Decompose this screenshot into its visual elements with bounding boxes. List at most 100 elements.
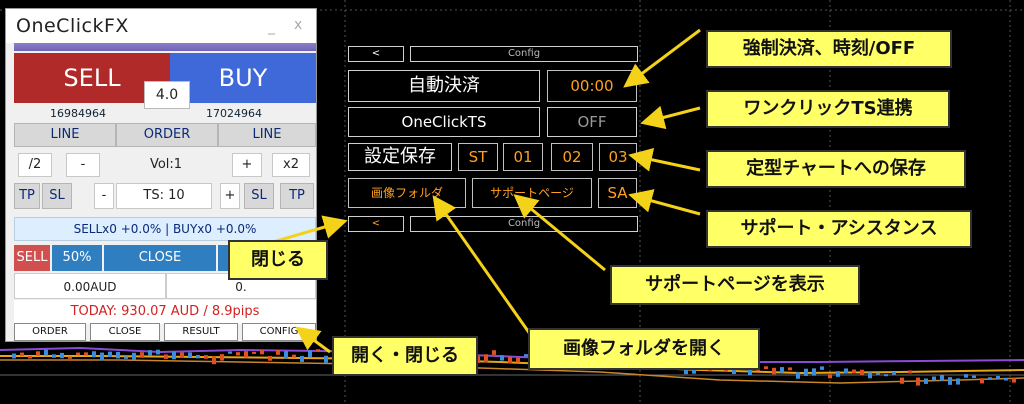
- callout-open-image-folder: 画像フォルダを開く: [528, 328, 760, 370]
- tab-order[interactable]: ORDER: [14, 323, 86, 341]
- candle: [44, 349, 48, 356]
- line-sell-button[interactable]: LINE: [14, 123, 116, 147]
- decrease-vol-button[interactable]: -: [66, 153, 100, 177]
- volume-label: Vol:1: [149, 157, 183, 172]
- candle: [36, 351, 40, 356]
- sl-buy-button[interactable]: SL: [244, 183, 274, 209]
- lot-size-field[interactable]: 4.0: [144, 81, 190, 109]
- candle: [764, 366, 768, 370]
- ts-decrease-button[interactable]: -: [94, 183, 114, 209]
- candle: [780, 367, 784, 373]
- oneclick-ts-label: OneClickTS: [348, 107, 540, 137]
- candle: [732, 367, 736, 375]
- candle: [12, 353, 16, 359]
- ts-increase-button[interactable]: +: [220, 183, 240, 209]
- candle: [956, 378, 960, 385]
- candle: [60, 352, 64, 359]
- candle: [204, 355, 208, 359]
- candle: [724, 368, 728, 372]
- order-button[interactable]: ORDER: [116, 123, 218, 147]
- close-sell-button[interactable]: SELL: [14, 245, 50, 271]
- candle: [228, 351, 232, 354]
- tp-buy-button[interactable]: TP: [280, 183, 314, 209]
- candle: [52, 354, 56, 358]
- candle: [812, 368, 816, 376]
- candle: [940, 374, 944, 381]
- candle: [524, 354, 528, 357]
- oneclick-ts-toggle[interactable]: OFF: [547, 107, 637, 137]
- candle: [20, 352, 24, 357]
- candle: [116, 351, 120, 359]
- candle: [988, 377, 992, 380]
- auto-settle-label: 自動決済: [348, 70, 540, 102]
- auto-settle-time-field[interactable]: 00:00: [547, 70, 637, 102]
- candle: [996, 375, 1000, 379]
- candle: [276, 350, 280, 355]
- candle: [188, 352, 192, 358]
- close-icon[interactable]: x: [294, 17, 303, 33]
- candle: [516, 357, 520, 363]
- candle: [1012, 378, 1016, 383]
- candle: [292, 354, 296, 358]
- candle: [252, 351, 256, 354]
- candle: [684, 366, 688, 375]
- position-summary: SELLx0 +0.0% | BUYx0 +0.0%: [14, 217, 316, 241]
- candle: [1004, 377, 1008, 381]
- candle: [868, 372, 872, 379]
- candle: [500, 355, 504, 361]
- header-color-bar: [14, 43, 316, 51]
- candle: [100, 352, 104, 361]
- candle: [148, 350, 152, 357]
- candle: [476, 356, 480, 364]
- tab-config[interactable]: CONFIG: [242, 323, 316, 341]
- candle: [196, 354, 200, 359]
- candle: [804, 368, 808, 376]
- candle: [316, 349, 320, 352]
- save-slot-st-button[interactable]: ST: [458, 143, 498, 171]
- candle: [932, 376, 936, 381]
- save-slot-03-button[interactable]: 03: [599, 143, 637, 171]
- panel-titlebar[interactable]: OneClickFX _ x: [6, 9, 316, 43]
- candle: [492, 350, 496, 355]
- candle: [324, 355, 328, 363]
- candle: [796, 372, 800, 379]
- increase-vol-button[interactable]: +: [232, 153, 262, 177]
- tp-sell-button[interactable]: TP: [14, 183, 40, 209]
- buy-price: 17024964: [206, 107, 262, 120]
- candlesticks: [12, 349, 1016, 386]
- config-back-top-button[interactable]: <: [348, 46, 404, 62]
- double-lot-button[interactable]: x2: [272, 153, 310, 177]
- line-buy-button[interactable]: LINE: [218, 123, 316, 147]
- image-folder-button[interactable]: 画像フォルダ: [348, 178, 466, 208]
- buy-button[interactable]: BUY: [170, 53, 316, 103]
- oneclickfx-panel: OneClickFX _ x SELL BUY 4.0 16984964 170…: [5, 8, 317, 342]
- config-header-bottom: Config: [410, 216, 638, 232]
- sl-sell-button[interactable]: SL: [42, 183, 72, 209]
- close-percent-button[interactable]: 50%: [52, 245, 102, 271]
- halve-lot-button[interactable]: /2: [18, 153, 52, 177]
- save-slot-01-button[interactable]: 01: [503, 143, 543, 171]
- candle: [852, 369, 856, 374]
- candle: [108, 351, 112, 357]
- config-back-bottom-button[interactable]: <: [348, 216, 404, 232]
- tab-result[interactable]: RESULT: [164, 323, 238, 341]
- callout-forced-settle: 強制決済、時刻/OFF: [706, 30, 952, 68]
- candle: [68, 356, 72, 359]
- tab-close[interactable]: CLOSE: [90, 323, 160, 341]
- save-settings-label: 設定保存: [348, 143, 452, 171]
- save-slot-02-button[interactable]: 02: [551, 143, 593, 171]
- candle: [788, 367, 792, 371]
- callout-oneclick-ts-link: ワンクリックTS連携: [706, 90, 950, 128]
- callout-support-assistance: サポート・アシスタンス: [706, 210, 972, 248]
- candle: [156, 349, 160, 355]
- callout-save-template: 定型チャートへの保存: [706, 150, 966, 188]
- support-page-button[interactable]: サポートページ: [472, 178, 592, 208]
- close-all-button[interactable]: CLOSE: [104, 245, 216, 271]
- minimize-icon[interactable]: _: [268, 19, 275, 35]
- candle: [964, 374, 968, 378]
- trailing-stop-field[interactable]: TS: 10: [116, 183, 212, 209]
- candle: [980, 378, 984, 384]
- support-assistance-button[interactable]: SA: [598, 178, 637, 208]
- candle: [164, 354, 168, 359]
- candle: [820, 366, 824, 370]
